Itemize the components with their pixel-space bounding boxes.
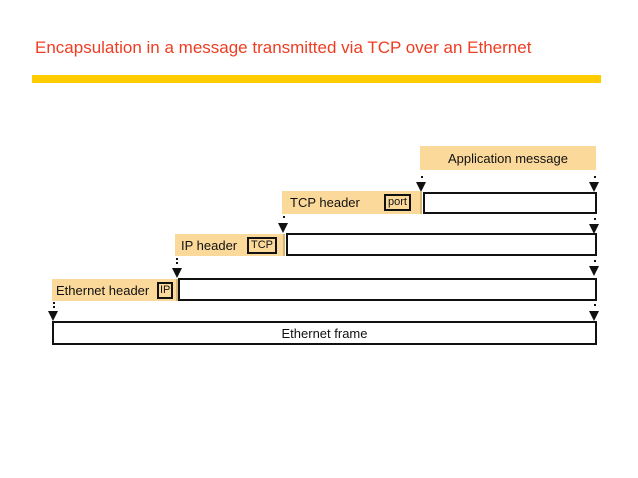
guide-dot: [594, 304, 596, 306]
down-arrow-icon: [278, 223, 288, 233]
down-arrow-icon: [589, 311, 599, 321]
guide-dot: [283, 216, 285, 218]
down-arrow-icon: [172, 268, 182, 278]
down-arrow-icon: [416, 182, 426, 192]
ip-field-tag: IP: [157, 282, 174, 299]
guide-dot: [176, 258, 178, 260]
ip-header-label: IP header: [181, 237, 238, 253]
port-field-tag: port: [384, 194, 411, 211]
ethernet-header-box: Ethernet header: [52, 279, 178, 301]
tcp-field-tag: TCP: [247, 237, 277, 254]
ip-payload-box: [286, 233, 597, 256]
ethernet-frame-label: Ethernet frame: [281, 325, 368, 341]
ethernet-frame-box: Ethernet frame: [52, 321, 597, 345]
down-arrow-icon: [48, 311, 58, 321]
guide-dot: [176, 262, 178, 264]
ethernet-payload-box: [178, 278, 597, 301]
ethernet-header-label: Ethernet header: [56, 282, 150, 298]
application-message-label: Application message: [448, 150, 568, 166]
guide-dot: [594, 260, 596, 262]
guide-dot: [53, 302, 55, 304]
guide-dot: [53, 306, 55, 308]
slide-title: Encapsulation in a message transmitted v…: [35, 38, 532, 57]
guide-dot: [594, 176, 596, 178]
guide-dot: [594, 218, 596, 220]
down-arrow-icon: [589, 224, 599, 234]
tcp-header-label: TCP header: [290, 195, 360, 210]
application-message-box: Application message: [420, 146, 596, 170]
tcp-payload-box: [423, 192, 597, 214]
title-underline-bar: [32, 75, 601, 83]
guide-dot: [421, 176, 423, 178]
down-arrow-icon: [589, 182, 599, 192]
down-arrow-icon: [589, 266, 599, 276]
